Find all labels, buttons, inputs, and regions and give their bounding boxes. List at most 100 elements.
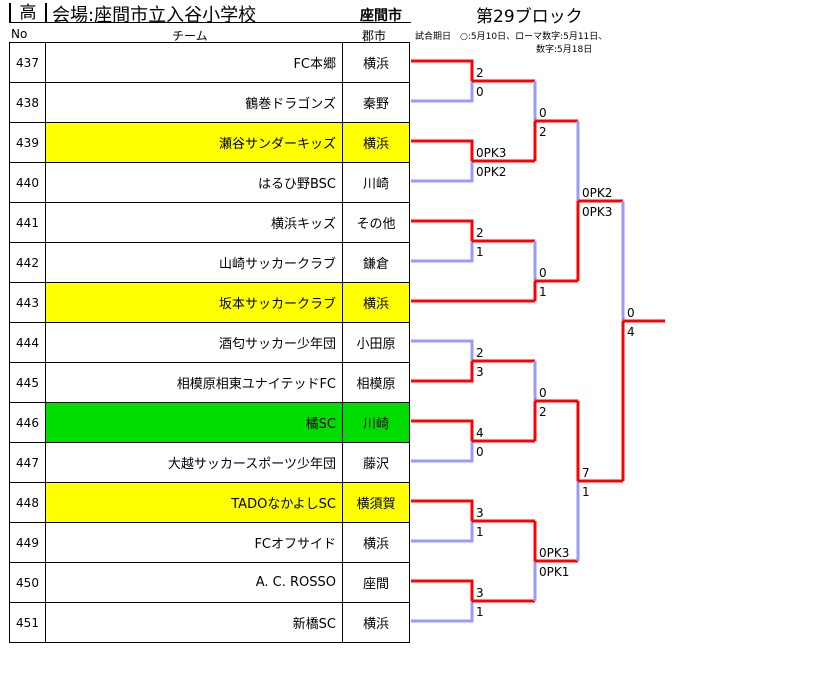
score-label: 2 [539,125,547,139]
score-label: 3 [476,506,484,520]
score-label: 0 [476,445,484,459]
venue-title: 会場:座間市立入谷小学校 [52,5,257,26]
team-pref: 藤沢 [342,442,410,483]
team-no: 443 [9,282,46,323]
score-label: 0 [476,85,484,99]
team-team: 新橋SC [45,602,343,643]
team-team: 瀬谷サンダーキッズ [45,122,343,163]
host-city: 座間市 [360,8,402,24]
score-label: 1 [476,525,484,539]
match-dates-note-2: 数字:5月18日 [536,45,593,55]
loser-line [411,441,474,463]
winner-line [411,59,474,81]
score-label: 0 [539,266,547,280]
team-no: 439 [9,122,46,163]
team-pref: 小田原 [342,322,410,363]
winner-line [411,499,474,521]
loser-line [411,81,474,103]
score-label: 1 [476,605,484,619]
team-pref: 座間 [342,562,410,603]
score-label: 1 [582,485,590,499]
team-team: 酒匂サッカー少年団 [45,322,343,363]
winner-line [411,219,474,241]
team-pref: 川崎 [342,162,410,203]
loser-line [411,521,474,543]
score-label: 2 [476,226,484,240]
team-pref: 鎌倉 [342,242,410,283]
score-label: 0PK2 [476,165,506,179]
score-label: 0 [539,106,547,120]
score-label: 0PK3 [539,546,569,560]
score-label: 0PK1 [539,565,569,579]
team-no: 444 [9,322,46,363]
team-pref: 横浜 [342,282,410,323]
team-no: 446 [9,402,46,443]
team-no: 438 [9,82,46,123]
score-label: 2 [539,405,547,419]
team-team: A. C. ROSSO [45,562,343,603]
block-title: 第29ブロック [476,7,583,27]
score-label: 3 [476,586,484,600]
team-no: 448 [9,482,46,523]
team-no: 447 [9,442,46,483]
col-header-team: チーム [172,29,208,43]
team-no: 440 [9,162,46,203]
team-team: はるひ野BSC [45,162,343,203]
score-label: 3 [476,365,484,379]
score-label: 0 [627,306,635,320]
score-label: 0PK3 [582,205,612,219]
score-label: 0PK3 [476,146,506,160]
team-pref: 横浜 [342,602,410,643]
team-team: 大越サッカースポーツ少年団 [45,442,343,483]
team-pref: 横浜 [342,522,410,563]
team-pref: 秦野 [342,82,410,123]
loser-line [411,339,474,361]
team-pref: 横須賀 [342,482,410,523]
team-pref: 川崎 [342,402,410,443]
loser-line [411,161,474,183]
score-label: 0PK2 [582,186,612,200]
score-label: 4 [476,426,484,440]
loser-line [411,601,474,623]
team-pref: その他 [342,202,410,243]
score-label: 7 [582,466,590,480]
score-label: 2 [476,66,484,80]
team-team: 橘SC [45,402,343,443]
score-label: 2 [476,346,484,360]
score-label: 1 [476,245,484,259]
team-team: 相模原相東ユナイテッドFC [45,362,343,403]
team-team: 山崎サッカークラブ [45,242,343,283]
col-header-no: No [11,27,28,41]
team-no: 442 [9,242,46,283]
score-label: 4 [627,325,635,339]
score-label: 1 [539,285,547,299]
col-header-pref: 郡市 [362,29,387,43]
match-dates-note: 試合期日 ○:5月10日、ローマ数字:5月11日、 [415,32,608,42]
header-divider [9,22,411,23]
score-label: 0 [539,386,547,400]
team-no: 445 [9,362,46,403]
winner-line [411,419,474,441]
grade-label: 高 [9,3,47,23]
winner-line [411,361,474,383]
winner-line [411,579,474,601]
team-team: TADOなかよしSC [45,482,343,523]
winner-line [411,139,474,161]
